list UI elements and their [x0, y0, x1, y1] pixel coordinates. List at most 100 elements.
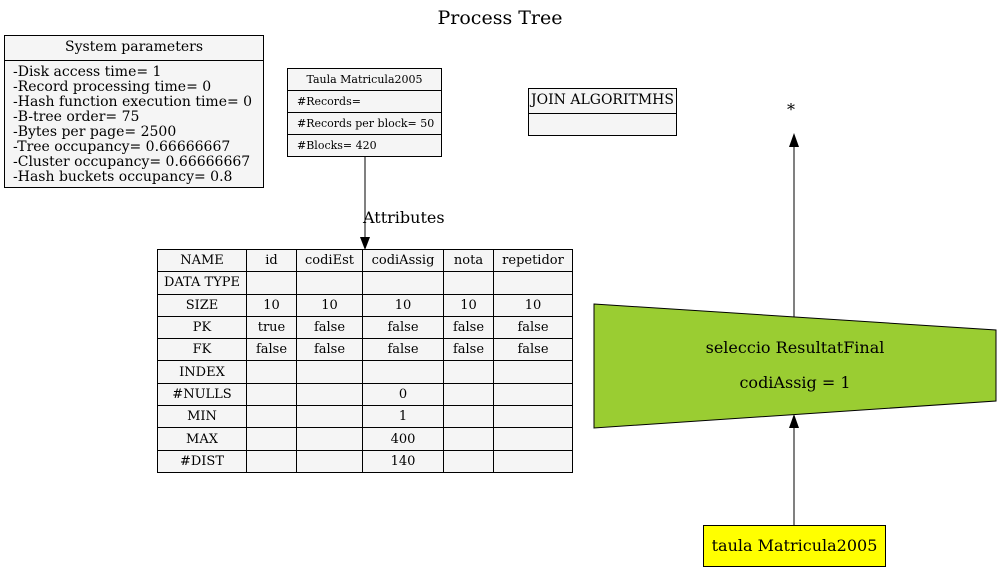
taula-stats-records: #Records= [288, 91, 441, 113]
table-row: PK true false false false false [157, 315, 573, 340]
table-header-cell: nota [443, 248, 494, 273]
table-row: MAX 400 [157, 427, 573, 451]
table-cell [443, 427, 494, 451]
table-cell [493, 382, 573, 407]
table-cell: false [296, 338, 363, 362]
table-cell [246, 360, 297, 384]
table-cell [443, 360, 494, 384]
system-parameter-line: -Disk access time= 1 [13, 64, 162, 80]
table-cell: false [443, 338, 494, 362]
taula-stats-blocks: #Blocks= 420 [297, 139, 377, 152]
system-parameter-line: -Cluster occupancy= 0.66666667 [13, 154, 251, 170]
attributes-label: Attributes [363, 208, 445, 227]
table-cell: SIZE [157, 293, 247, 317]
table-cell [246, 427, 297, 451]
table-cell: INDEX [157, 360, 247, 384]
table-cell [443, 382, 494, 407]
table-cell: DATA TYPE [157, 271, 247, 295]
table-cell [493, 271, 573, 295]
table-cell: #NULLS [157, 382, 247, 407]
table-row: DATA TYPE [157, 271, 573, 295]
table-cell: MAX [157, 427, 247, 451]
table-cell [246, 271, 297, 295]
table-cell [296, 382, 363, 407]
table-cell: false [296, 315, 363, 340]
table-row: MIN 1 [157, 405, 573, 429]
table-cell: false [493, 338, 573, 362]
system-parameter-line: -Hash function execution time= 0 [13, 94, 253, 110]
selection-node-shape[interactable] [593, 303, 997, 429]
table-header-cell: codiAssig [362, 248, 444, 273]
arrowhead-selection [789, 414, 799, 428]
table-cell [296, 271, 363, 295]
table-cell [246, 382, 297, 407]
arrowhead-attributes [360, 237, 370, 250]
table-cell [362, 271, 444, 295]
table-cell [493, 427, 573, 451]
taula-stats-records-per-block: #Records per block= 50 [288, 113, 441, 135]
table-cell: false [362, 315, 444, 340]
table-cell [443, 271, 494, 295]
system-parameter-line: -Bytes per page= 2500 [13, 124, 177, 140]
taula-stats-box[interactable]: Taula Matricula2005 #Records= #Records p… [287, 68, 442, 157]
table-row: NAME id codiEst codiAssig nota repetidor [157, 248, 573, 273]
system-parameter-line: -B-tree order= 75 [13, 109, 140, 125]
table-cell [443, 449, 494, 473]
table-cell: 10 [296, 293, 363, 317]
table-header-cell: NAME [157, 248, 247, 273]
table-cell [443, 405, 494, 429]
taula-stats-header: Taula Matricula2005 [288, 69, 441, 91]
table-cell [296, 405, 363, 429]
table-cell [493, 405, 573, 429]
system-parameter-line: -Record processing time= 0 [13, 79, 212, 95]
table-cell: 10 [443, 293, 494, 317]
table-header-cell: repetidor [493, 248, 573, 273]
system-parameters-list: -Disk access time= 1 -Record processing … [5, 61, 263, 185]
table-cell [362, 360, 444, 384]
table-header-cell: codiEst [296, 248, 363, 273]
table-cell: false [493, 315, 573, 340]
table-cell: MIN [157, 405, 247, 429]
table-cell: 140 [362, 449, 444, 473]
join-algorithms-header: JOIN ALGORITMHS [529, 89, 676, 114]
table-cell: 10 [362, 293, 444, 317]
attributes-table: NAME id codiEst codiAssig nota repetidor… [157, 248, 573, 473]
table-cell: false [246, 338, 297, 362]
diagram-title: Process Tree [437, 7, 563, 29]
system-parameter-line: -Tree occupancy= 0.66666667 [13, 139, 231, 155]
table-cell: #DIST [157, 449, 247, 473]
table-cell: false [443, 315, 494, 340]
table-cell [493, 449, 573, 473]
table-cell: 0 [362, 382, 444, 407]
table-cell [246, 405, 297, 429]
system-parameters-box: System parameters -Disk access time= 1 -… [4, 35, 264, 188]
join-algorithms-box: JOIN ALGORITMHS [528, 88, 677, 136]
table-row: #NULLS 0 [157, 382, 573, 407]
table-row: SIZE 10 10 10 10 10 [157, 293, 573, 317]
arrowhead-root [789, 133, 799, 147]
table-cell: true [246, 315, 297, 340]
table-row: INDEX [157, 360, 573, 384]
table-cell: 10 [493, 293, 573, 317]
table-cell: FK [157, 338, 247, 362]
root-node-label[interactable]: * [787, 100, 795, 119]
selection-node-condition: codiAssig = 1 [739, 373, 851, 392]
table-header-cell: id [246, 248, 297, 273]
system-parameter-line: -Hash buckets occupancy= 0.8 [13, 169, 233, 185]
table-cell [296, 427, 363, 451]
table-cell [246, 449, 297, 473]
table-row: FK false false false false false [157, 338, 573, 362]
table-row: #DIST 140 [157, 449, 573, 473]
leaf-node-taula[interactable]: taula Matricula2005 [703, 525, 886, 567]
table-cell [296, 449, 363, 473]
table-cell: false [362, 338, 444, 362]
table-cell: 1 [362, 405, 444, 429]
selection-node-title: seleccio ResultatFinal [705, 338, 885, 357]
table-cell: PK [157, 315, 247, 340]
table-cell [296, 360, 363, 384]
table-cell: 400 [362, 427, 444, 451]
table-cell [493, 360, 573, 384]
table-cell: 10 [246, 293, 297, 317]
system-parameters-header: System parameters [5, 36, 263, 61]
